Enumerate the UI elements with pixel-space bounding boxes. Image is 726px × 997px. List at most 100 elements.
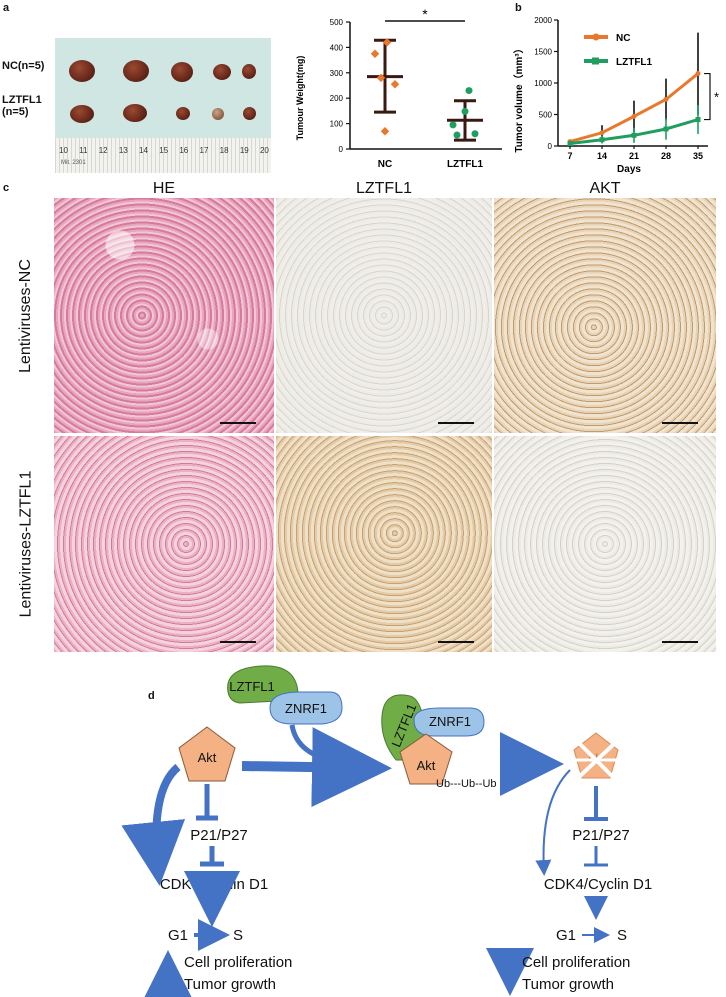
g1-label-right: G1: [556, 927, 576, 944]
tumor-nc-1: [69, 60, 95, 82]
scale-bar: [220, 422, 256, 424]
akt-pentagon-complex: [399, 733, 453, 785]
tumor-nc-2: [123, 60, 149, 82]
volume-y-tick-label: 1500: [534, 48, 552, 57]
weight-point-nc: [370, 49, 380, 58]
ruler-number: 20: [259, 146, 269, 155]
weight-point-lztfl1: [461, 107, 469, 115]
micrograph-akt-nc: [494, 198, 716, 433]
scale-bar: [220, 641, 256, 643]
volume-point-nc: [663, 96, 669, 102]
znrf1-label-left: ZNRF1: [285, 701, 327, 716]
weight-point-nc: [376, 73, 386, 83]
volume-x-tick-label: 35: [693, 151, 703, 161]
volume-y-tick-label: 0: [548, 142, 553, 151]
tumor-volume-chart: Tumor volume（mm³） Days 05001000150020007…: [512, 16, 719, 175]
volume-legend-label: LZTFL1: [616, 57, 653, 68]
row-label-nc: Lentiviruses-NC: [17, 258, 34, 373]
volume-legend-marker: [592, 33, 600, 41]
weight-point-nc: [382, 38, 392, 47]
scale-bar: [662, 422, 698, 424]
panel-letter-a: a: [3, 2, 10, 14]
tumor-lztfl1-1: [70, 105, 94, 123]
znrf1-shape-left: [269, 691, 343, 725]
tumor-growth-left: Tumor growth: [184, 976, 276, 993]
ubiquitin-chain: Ub---Ub--Ub: [436, 778, 497, 790]
weight-y-tick-label: 400: [330, 43, 344, 52]
tumor-growth-right: Tumor growth: [522, 976, 614, 993]
nc-row-label: NC(n=5): [2, 60, 45, 72]
volume-point-lztfl1: [599, 137, 605, 143]
ruler-number: 17: [199, 146, 209, 155]
lztfl1-shape-left: [227, 665, 299, 704]
s-label-left: S: [233, 927, 243, 944]
ruler-number: 13: [118, 146, 128, 155]
weight-y-tick-label: 300: [330, 69, 344, 78]
g1-label-left: G1: [168, 927, 188, 944]
row-label-lztfl1-wrap: Lentiviruses-LZTFL1: [2, 436, 50, 652]
micrograph-he-nc: [54, 198, 274, 433]
ruler-text: Mit. 2301: [61, 160, 86, 166]
lztfl1-label-left: LZTFL1: [229, 679, 275, 694]
p21-inhibit-line-right: [584, 846, 608, 867]
pathway-diagram: LZTFL1 ZNRF1 Akt LZTFL1 ZNRF1 Akt Ub---U…: [121, 665, 652, 997]
akt-label: Akt: [198, 750, 217, 765]
volume-x-tick-label: 14: [597, 151, 607, 161]
akt-to-cdk-thin-arrow: [535, 769, 571, 876]
volume-significance-star: *: [714, 90, 719, 105]
row-label-lztfl1: Lentiviruses-LZTFL1: [17, 470, 34, 618]
volume-x-tick-label: 21: [629, 151, 639, 161]
tumor-lztfl1-3: [176, 107, 190, 120]
akt-to-cdk-arrow: [121, 763, 186, 886]
akt-pentagon: [178, 726, 236, 782]
p21-inhibit-line-left: [200, 846, 224, 867]
tumor-lztfl1-5: [243, 107, 256, 120]
znrf1-label-complex: ZNRF1: [429, 714, 471, 729]
scale-bar: [662, 641, 698, 643]
tumor-lztfl1-2: [123, 104, 147, 122]
volume-point-lztfl1: [631, 132, 637, 138]
volume-x-tick-label: 28: [661, 151, 671, 161]
ruler-number: 16: [179, 146, 189, 155]
volume-point-nc: [631, 113, 637, 119]
volume-point-nc: [599, 130, 605, 136]
weight-y-tick-label: 100: [330, 120, 344, 129]
weight-y-tick-label: 500: [330, 18, 344, 27]
column-title-he: HE: [152, 180, 176, 197]
weight-point-lztfl1: [465, 87, 473, 95]
s-label-right: S: [617, 927, 627, 944]
cell-proliferation-left: Cell proliferation: [184, 954, 292, 971]
akt-label-complex: Akt: [417, 758, 436, 773]
weight-chart-marks: *: [367, 6, 483, 142]
weight-y-tick-label: 0: [339, 145, 344, 154]
p21-label-left: P21/P27: [190, 827, 248, 844]
volume-legend-marker: [592, 57, 599, 65]
weight-point-nc: [380, 126, 390, 136]
panel-letter-b: b: [515, 2, 522, 14]
volume-y-tick-label: 1000: [534, 79, 552, 88]
weight-significance-star: *: [422, 6, 428, 22]
tumor-photo-labels: NC(n=5) LZTFL1 (n=5): [2, 60, 62, 118]
volume-significance-bracket: [704, 72, 711, 121]
znrf1-curve-arrow: [289, 724, 370, 784]
weight-x-tick-label: LZTFL1: [447, 159, 484, 170]
panel-letter-d: d: [148, 690, 155, 702]
volume-y-tick-label: 2000: [534, 16, 552, 25]
ruler-number: 18: [219, 146, 229, 155]
cell-proliferation-right: Cell proliferation: [522, 954, 630, 971]
volume-point-lztfl1: [567, 140, 573, 146]
weight-point-lztfl1: [453, 131, 461, 139]
akt-inhibit-line-right: [584, 786, 608, 821]
ruler-number: 19: [239, 146, 249, 155]
tumor-nc-4: [213, 64, 231, 80]
column-title-akt: AKT: [589, 180, 621, 197]
degraded-akt-icon: Akt: [573, 732, 619, 779]
volume-y-tick-label: 500: [539, 111, 553, 120]
